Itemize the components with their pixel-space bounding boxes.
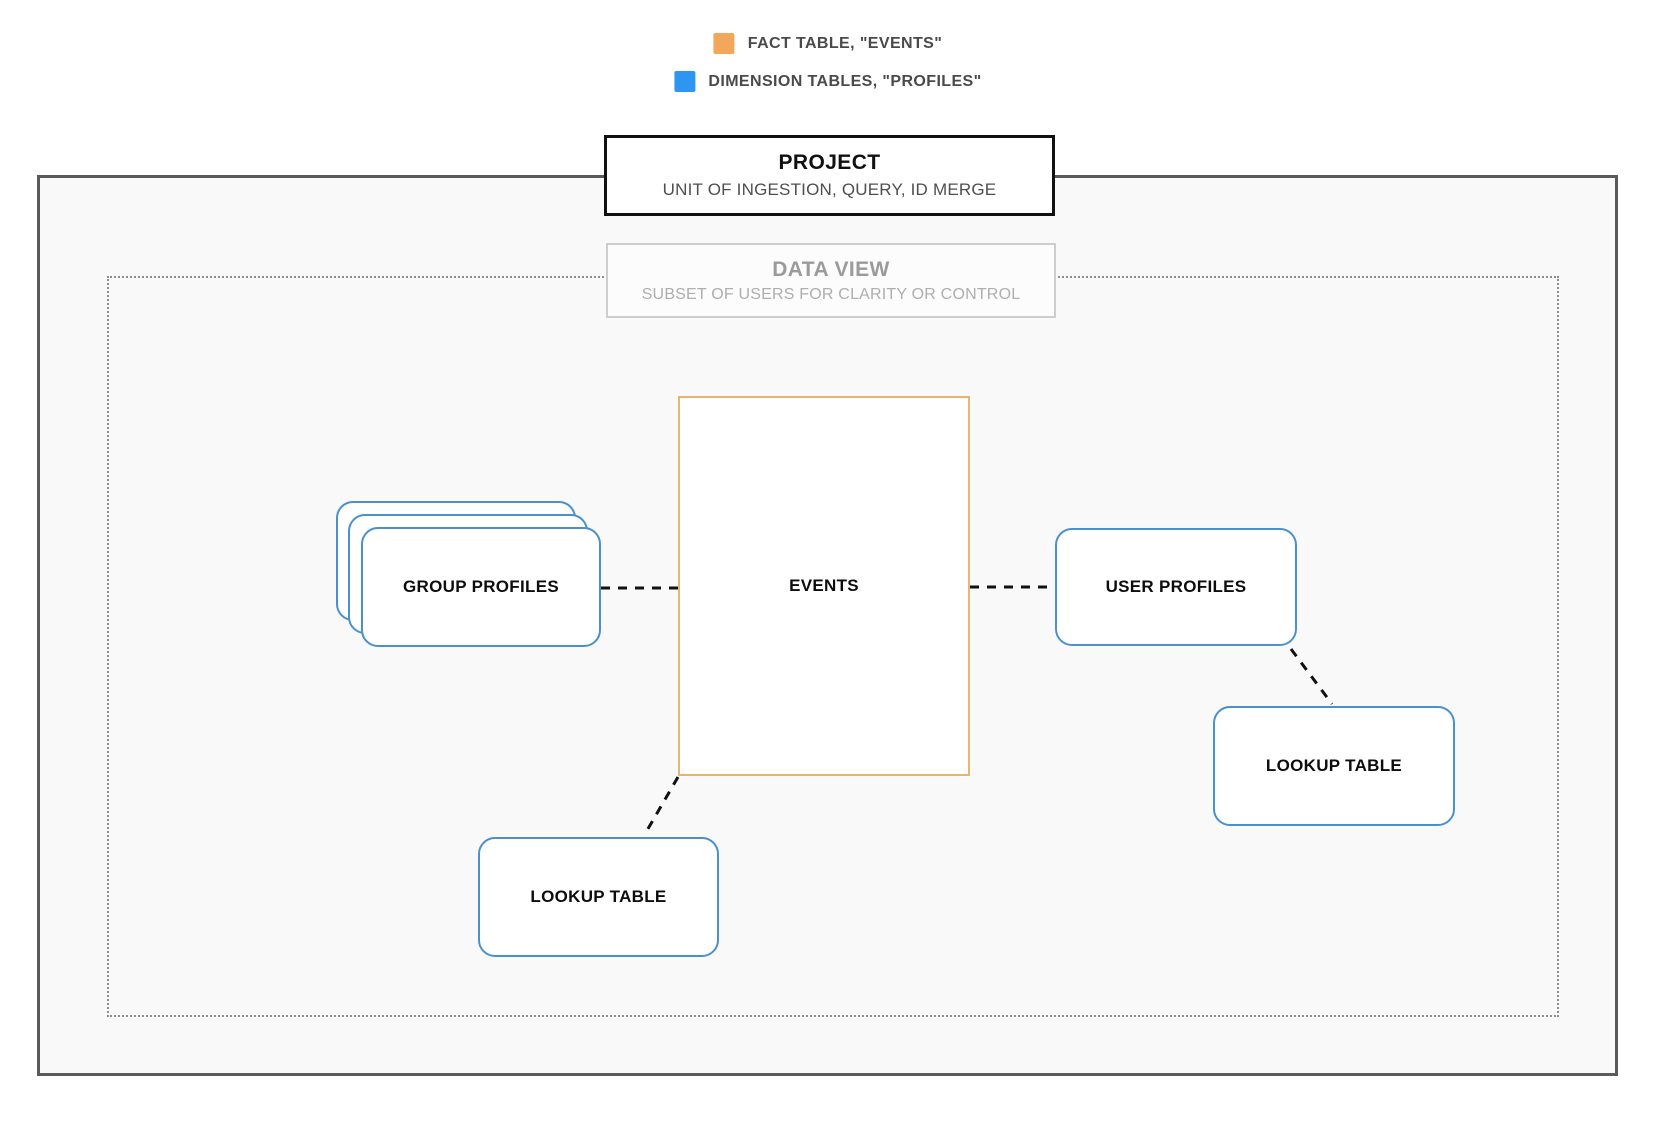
lookup-table-right-node: LOOKUP TABLE [1213,706,1455,826]
lookup-table-left-node: LOOKUP TABLE [478,837,719,957]
legend-item-fact-table: FACT TABLE, "EVENTS" [713,33,943,54]
user-profiles-node: USER PROFILES [1055,528,1297,646]
project-box: PROJECT UNIT OF INGESTION, QUERY, ID MER… [604,135,1055,216]
group-profiles-label: GROUP PROFILES [403,577,559,596]
data-view-box: DATA VIEW SUBSET OF USERS FOR CLARITY OR… [606,243,1056,318]
fact-table-color-swatch [713,33,735,54]
data-view-title: DATA VIEW [772,257,890,281]
lookup-table-left-label: LOOKUP TABLE [530,887,667,906]
project-title: PROJECT [778,151,881,174]
dimension-tables-color-swatch [674,71,696,92]
project-subtitle: UNIT OF INGESTION, QUERY, ID MERGE [662,180,997,199]
fact-table-legend-label: FACT TABLE, "EVENTS" [747,34,943,52]
data-view-subtitle: SUBSET OF USERS FOR CLARITY OR CONTROL [641,285,1021,303]
legend-item-dimension-tables: DIMENSION TABLES, "PROFILES" [674,71,981,92]
events-node: EVENTS [678,396,970,776]
user-profiles-label: USER PROFILES [1105,577,1247,596]
lookup-table-right-label: LOOKUP TABLE [1265,756,1403,775]
group-profiles-node: GROUP PROFILES [361,527,601,647]
legend: FACT TABLE, "EVENTS" DIMENSION TABLES, "… [674,33,981,92]
dimension-tables-legend-label: DIMENSION TABLES, "PROFILES" [708,72,982,90]
events-label: EVENTS [789,576,859,595]
